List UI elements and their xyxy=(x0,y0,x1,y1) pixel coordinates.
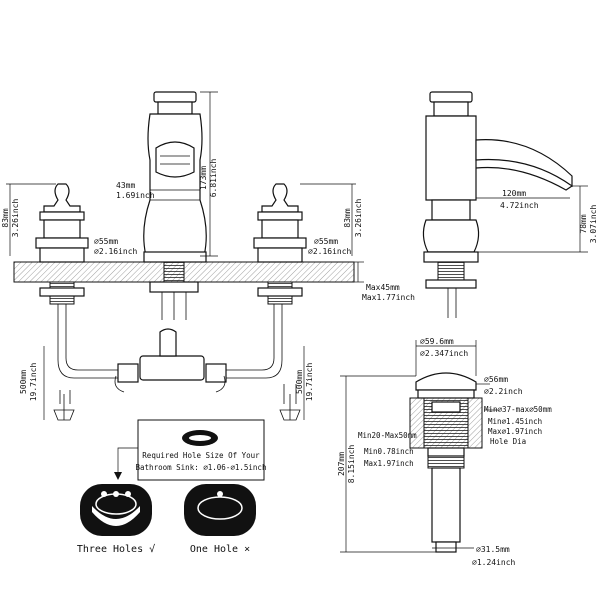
cap-dia-inch: ⌀2.347inch xyxy=(420,349,468,358)
reach-inch: 4.72inch xyxy=(500,201,539,210)
spout-height-inch: 6.81inch xyxy=(209,159,218,198)
one-hole-sink-icon xyxy=(184,484,256,536)
hole-dia-line3: Max⌀1.97inch xyxy=(488,427,542,436)
thickness-line2: Min0.78inch xyxy=(364,447,414,456)
right-handle-height-inch: 3.26inch xyxy=(354,199,363,238)
tail-dia-mm: ⌀31.5mm xyxy=(476,545,510,554)
drain-length-mm: 207mm xyxy=(337,452,346,476)
hole-dia-line2: Min⌀1.45inch xyxy=(488,417,542,426)
right-base-mm: ⌀55mm xyxy=(314,237,338,246)
left-handle-height-inch: 3.26inch xyxy=(11,199,20,238)
left-hose-mm: 500mm xyxy=(19,370,28,394)
side-height-mm: 78mm xyxy=(579,214,588,233)
cap-dia-mm: ⌀59.6mm xyxy=(420,337,454,346)
counter-max-mm: Max45mm xyxy=(366,283,400,292)
counter-max-inch: Max1.77inch xyxy=(362,293,415,302)
hole-dia-line1: Min⌀37-max⌀50mm xyxy=(484,405,552,414)
one-hole-label: One Hole × xyxy=(190,544,250,555)
center-shank xyxy=(163,261,185,283)
left-base-mm: ⌀55mm xyxy=(94,237,118,246)
sink-info: Required Hole Size Of Your Bathroom Sink… xyxy=(77,419,267,555)
left-handle-height-mm: 83mm xyxy=(1,208,10,227)
thickness-mm: Min20-Max50mm xyxy=(358,431,417,440)
spout-height-mm: 173mm xyxy=(199,166,208,190)
right-hose-inch: 19.7inch xyxy=(305,363,314,402)
drain-view: ⌀59.6mm ⌀2.347inch ⌀56mm ⌀2.2inch Min⌀37… xyxy=(337,337,552,567)
hole-size-line1: Required Hole Size Of Your xyxy=(142,451,260,460)
left-base-inch: ⌀2.16inch xyxy=(94,247,138,256)
flange-dia-inch: ⌀2.2inch xyxy=(484,387,523,396)
reach-mm: 120mm xyxy=(502,189,526,198)
supply-hoses xyxy=(53,304,301,421)
front-dimensions xyxy=(6,91,364,420)
thickness-line3: Max1.97inch xyxy=(364,459,414,468)
front-view: 173mm 6.81inch 43mm 1.69inch 83mm 3.26in… xyxy=(1,91,415,421)
three-hole-sink-icon xyxy=(80,484,152,536)
right-handle-height-mm: 83mm xyxy=(343,208,352,227)
hole-size-callout xyxy=(137,419,265,481)
right-hose-mm: 500mm xyxy=(295,370,304,394)
side-height-inch: 3.07inch xyxy=(589,205,598,244)
left-handle xyxy=(35,183,89,263)
tail-dia-inch: ⌀1.24inch xyxy=(472,558,516,567)
hole-size-line2: Bathroom Sink: ⌀1.06-⌀1.5inch xyxy=(136,463,267,472)
spout-width-mm: 43mm xyxy=(116,181,135,190)
side-view: 120mm 4.72inch 78mm 3.07inch xyxy=(422,91,598,318)
three-holes-label: Three Holes √ xyxy=(77,543,155,555)
left-hose-inch: 19.7inch xyxy=(29,363,38,402)
right-base-inch: ⌀2.16inch xyxy=(308,247,352,256)
spout-width-inch: 1.69inch xyxy=(116,191,155,200)
spout xyxy=(143,91,207,263)
drain-length-inch: 8.15inch xyxy=(347,445,356,484)
right-handle xyxy=(253,183,307,263)
hole-dia-line4: Hole Dia xyxy=(490,437,526,446)
flange-dia-mm: ⌀56mm xyxy=(484,375,508,384)
